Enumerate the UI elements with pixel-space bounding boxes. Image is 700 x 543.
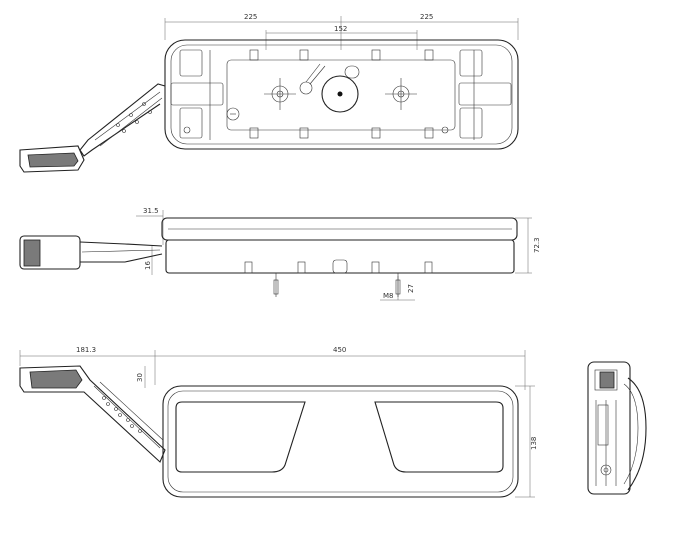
front-view-dimensions: 181.3 450 30 138 xyxy=(19,346,538,498)
side-view-body xyxy=(161,217,518,297)
dim-front-body: 450 xyxy=(333,346,346,354)
side-view: 31.5 16 72.3 27 M8 xyxy=(19,207,541,301)
end-view xyxy=(587,361,647,495)
dim-front-arm: 181.3 xyxy=(76,346,96,354)
front-view: 181.3 450 30 138 xyxy=(19,346,538,498)
dim-side-height: 72.3 xyxy=(533,237,541,253)
thread-label: M8 xyxy=(383,292,394,300)
left-lens xyxy=(175,401,306,473)
top-view: 225 225 152 xyxy=(19,13,519,173)
dim-side-offset: 31.5 xyxy=(143,207,159,215)
side-view-dimensions: 31.5 16 72.3 27 M8 xyxy=(136,207,541,301)
top-view-housing xyxy=(164,39,519,150)
dim-top-right: 225 xyxy=(420,13,433,21)
top-view-dimensions: 225 225 152 xyxy=(164,13,519,50)
dim-front-height: 138 xyxy=(530,437,538,450)
front-view-body xyxy=(162,385,519,498)
front-view-arm xyxy=(19,365,166,463)
dim-top-left: 225 xyxy=(244,13,257,21)
dim-side-pin: 27 xyxy=(407,284,415,293)
side-view-arm xyxy=(19,235,163,270)
top-view-arm xyxy=(19,83,166,173)
dim-side-vertical: 16 xyxy=(144,261,152,270)
right-lens xyxy=(374,401,504,473)
dim-front-angle: 30 xyxy=(136,373,144,382)
dim-top-center: 152 xyxy=(334,25,347,33)
